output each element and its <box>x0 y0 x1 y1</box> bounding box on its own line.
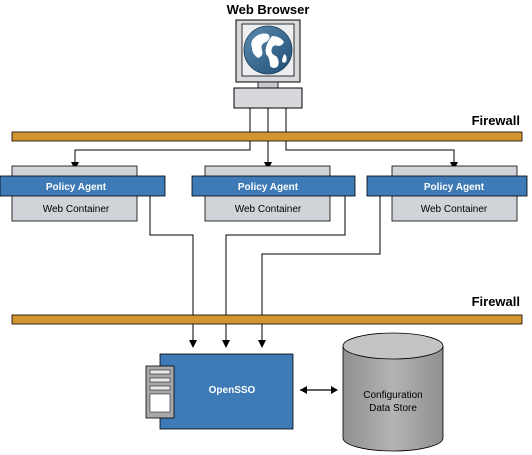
data-store-label-line1: Configuration <box>363 390 422 401</box>
web-browser-label: Web Browser <box>227 2 310 17</box>
firewall-label-top: Firewall <box>472 113 520 128</box>
firewall-bar-bottom <box>11 314 523 325</box>
opensso-label: OpenSSO <box>209 385 256 396</box>
server-tower-icon <box>145 365 175 419</box>
web-container-label-3: Web Container <box>421 204 488 215</box>
data-store-cylinder-icon: Configuration Data Store <box>342 332 444 452</box>
web-container-2: Policy Agent Web Container <box>191 165 356 222</box>
firewall-label-bottom: Firewall <box>472 294 520 309</box>
policy-agent-label-2: Policy Agent <box>238 182 299 193</box>
agent-connections <box>149 196 381 348</box>
policy-agent-bar-3 <box>366 175 528 197</box>
policy-agent-bar-1 <box>0 175 166 197</box>
policy-agent-bar-2 <box>191 175 356 197</box>
web-container-label-1: Web Container <box>43 204 110 215</box>
opensso-server: OpenSSO <box>159 353 294 430</box>
data-store-label-line2: Data Store <box>369 403 417 414</box>
bidirectional-arrow-icon <box>300 386 338 394</box>
web-container-label-2: Web Container <box>235 204 302 215</box>
firewall-bar-top <box>11 131 523 142</box>
policy-agent-label-3: Policy Agent <box>424 182 485 193</box>
policy-agent-label-1: Policy Agent <box>46 182 107 193</box>
computer-monitor-icon <box>233 19 303 109</box>
web-container-3: Policy Agent Web Container <box>366 165 528 222</box>
web-container-1: Policy Agent Web Container <box>0 165 166 222</box>
